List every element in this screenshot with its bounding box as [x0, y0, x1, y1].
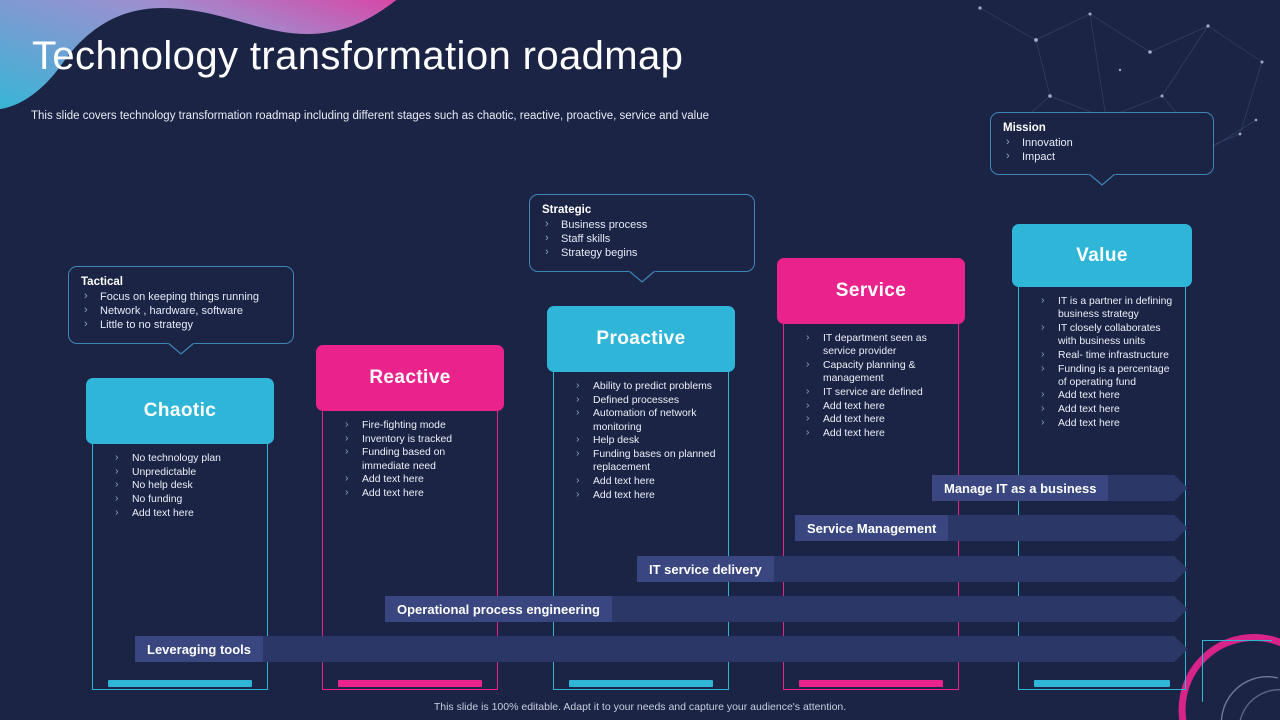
arrow-bar-it-service-delivery[interactable]: IT service delivery — [637, 556, 1188, 582]
stage-column-chaotic: Chaotic No technology plan Unpredictable… — [86, 378, 274, 690]
list-item: Add text here — [574, 474, 724, 488]
arrow-bar-label: Operational process engineering — [385, 596, 612, 622]
callout-title: Strategic — [542, 204, 592, 216]
stage-foot-bar — [108, 680, 252, 687]
arrow-tip-icon — [1174, 596, 1188, 622]
callout-item: Innovation — [1003, 135, 1201, 150]
list-item: Funding based on immediate need — [343, 445, 493, 472]
list-item: Ability to predict problems — [574, 379, 724, 393]
stage-list: IT is a partner in defining business str… — [1039, 294, 1181, 431]
stage-label: Service — [835, 280, 907, 301]
callout-list: Business process Staff skills Strategy b… — [542, 217, 742, 261]
list-item: Add text here — [343, 472, 493, 486]
list-item: Real- time infrastructure — [1039, 348, 1181, 362]
stage-label: Chaotic — [143, 400, 217, 421]
list-item: Fire-fighting mode — [343, 418, 493, 432]
list-item: No help desk — [113, 478, 263, 492]
list-item: No funding — [113, 492, 263, 506]
stage-foot-bar — [338, 680, 482, 687]
stage-column-proactive: Proactive Ability to predict problems De… — [547, 306, 735, 690]
stage-column-value: Value IT is a partner in defining busine… — [1012, 224, 1192, 690]
list-item: Add text here — [1039, 388, 1181, 402]
callout-tail-icon — [627, 268, 657, 283]
stage-foot-bar — [799, 680, 943, 687]
list-item: Funding bases on planned replacement — [574, 447, 724, 474]
list-item: Add text here — [1039, 402, 1181, 416]
callout-strategic: Strategic Business process Staff skills … — [529, 194, 755, 283]
list-item: Add text here — [804, 399, 954, 413]
callout-tail-icon — [166, 340, 196, 355]
list-item: IT service are defined — [804, 385, 954, 399]
stage-body: Fire-fighting mode Inventory is tracked … — [322, 411, 498, 690]
arrow-tip-icon — [1174, 556, 1188, 582]
stage-label: Proactive — [596, 328, 686, 349]
list-item: Defined processes — [574, 393, 724, 407]
list-item: Unpredictable — [113, 465, 263, 479]
callout-item: Staff skills — [542, 231, 742, 246]
list-item: Add text here — [113, 506, 263, 520]
stage-header-proactive[interactable]: Proactive — [547, 306, 735, 372]
list-item: Capacity planning & management — [804, 358, 954, 385]
callout-title: Mission — [1003, 122, 1046, 134]
arrow-bar-manage-it-as-a-business[interactable]: Manage IT as a business — [932, 475, 1188, 501]
arrow-bar-label: Service Management — [795, 515, 949, 541]
footer-note: This slide is 100% editable. Adapt it to… — [433, 701, 847, 713]
callout-item: Little to no strategy — [81, 317, 281, 332]
stage-column-service: Service IT department seen as service pr… — [777, 258, 965, 690]
callout-item: Business process — [542, 217, 742, 232]
arrow-bar-service-management[interactable]: Service Management — [795, 515, 1188, 541]
list-item: Add text here — [343, 486, 493, 500]
list-item: Add text here — [1039, 416, 1181, 430]
stage-header-service[interactable]: Service — [777, 258, 965, 324]
arrow-bar-leveraging-tools[interactable]: Leveraging tools — [135, 636, 1188, 662]
callout-tail-icon — [1087, 172, 1117, 187]
list-item: Inventory is tracked — [343, 432, 493, 446]
list-item: Add text here — [804, 426, 954, 440]
stage-label: Reactive — [369, 367, 451, 388]
callout-item: Strategy begins — [542, 245, 742, 260]
list-item: Funding is a percentage of operating fun… — [1039, 362, 1181, 389]
arrow-tip-icon — [1174, 636, 1188, 662]
callout-item: Network , hardware, software — [81, 303, 281, 318]
corner-frame-decoration — [1202, 640, 1272, 702]
page-title: Technology transformation roadmap — [32, 34, 684, 78]
stage-header-chaotic[interactable]: Chaotic — [86, 378, 274, 444]
list-item: Add text here — [804, 412, 954, 426]
stage-column-reactive: Reactive Fire-fighting mode Inventory is… — [316, 345, 504, 690]
list-item: Add text here — [574, 488, 724, 502]
arrow-bar-body — [135, 636, 1175, 662]
arrow-bar-label: Manage IT as a business — [932, 475, 1109, 501]
callout-list: Innovation Impact — [1003, 135, 1201, 164]
arrow-tip-icon — [1174, 475, 1188, 501]
stage-list: Ability to predict problems Defined proc… — [574, 379, 724, 502]
callout-mission: Mission Innovation Impact — [990, 112, 1214, 187]
stage-body: IT department seen as service provider C… — [783, 324, 959, 690]
stage-body: No technology plan Unpredictable No help… — [92, 444, 268, 690]
stage-list: Fire-fighting mode Inventory is tracked … — [343, 418, 493, 501]
stage-list: IT department seen as service provider C… — [804, 331, 954, 441]
arrow-bar-label: IT service delivery — [637, 556, 774, 582]
arrow-bar-operational-process-engineering[interactable]: Operational process engineering — [385, 596, 1188, 622]
stage-header-reactive[interactable]: Reactive — [316, 345, 504, 411]
callout-tactical: Tactical Focus on keeping things running… — [68, 266, 294, 355]
list-item: No technology plan — [113, 451, 263, 465]
stage-list: No technology plan Unpredictable No help… — [113, 451, 263, 521]
stage-body: Ability to predict problems Defined proc… — [553, 372, 729, 690]
list-item: IT department seen as service provider — [804, 331, 954, 358]
callout-item: Impact — [1003, 149, 1201, 164]
arrow-tip-icon — [1174, 515, 1188, 541]
callout-item: Focus on keeping things running — [81, 289, 281, 304]
list-item: IT is a partner in defining business str… — [1039, 294, 1181, 321]
stage-header-value[interactable]: Value — [1012, 224, 1192, 287]
arrow-bar-label: Leveraging tools — [135, 636, 264, 662]
list-item: IT closely collaborates with business un… — [1039, 321, 1181, 348]
stage-foot-bar — [569, 680, 713, 687]
callout-title: Tactical — [81, 276, 123, 288]
page-subtitle: This slide covers technology transformat… — [31, 110, 710, 122]
list-item: Help desk — [574, 433, 724, 447]
stage-label: Value — [1076, 244, 1128, 266]
list-item: Automation of network monitoring — [574, 406, 724, 433]
callout-list: Focus on keeping things running Network … — [81, 289, 281, 333]
stage-foot-bar — [1034, 680, 1170, 687]
